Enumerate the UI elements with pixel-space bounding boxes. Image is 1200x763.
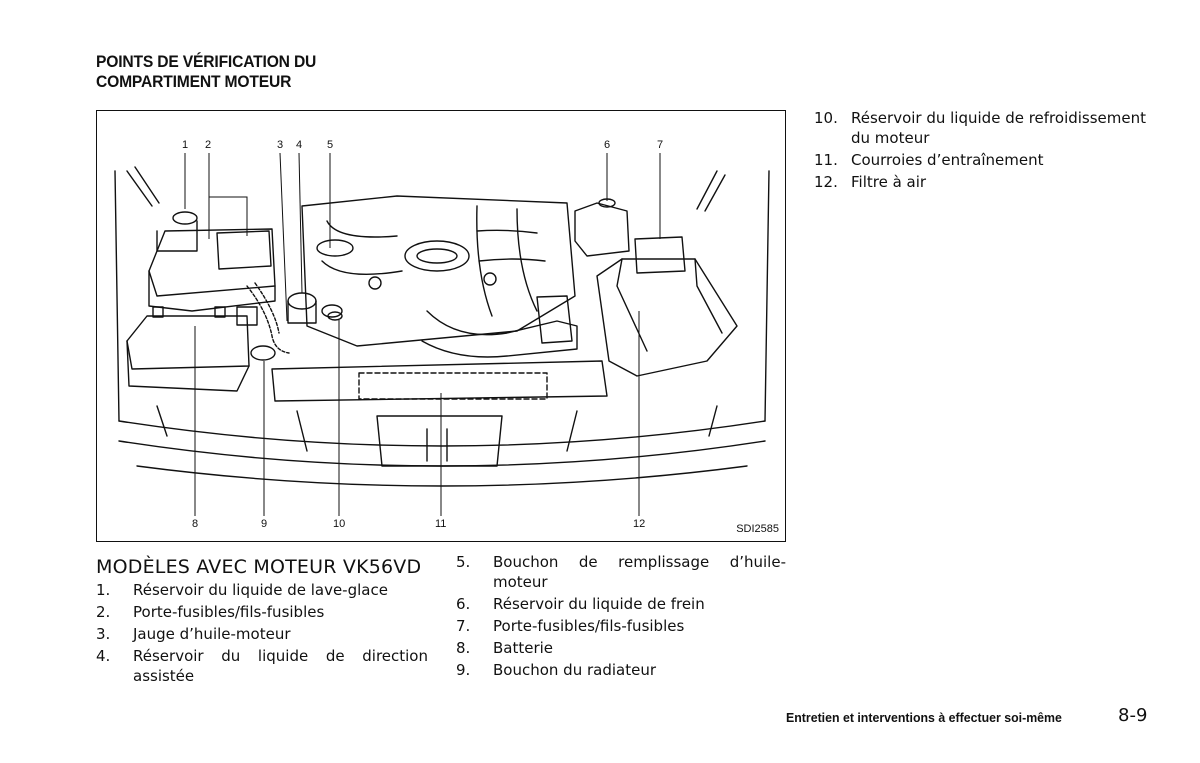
callout-7: 7: [657, 139, 663, 151]
callout-3: 3: [277, 139, 283, 151]
list-item: 6. Réservoir du liquide de frein: [456, 595, 786, 615]
callout-10: 10: [333, 518, 345, 530]
parts-list-column-3: 10. Réservoir du liquide de refroidisseme…: [814, 109, 1146, 195]
list-item: 3. Jauge d’huile-moteur: [96, 625, 428, 645]
item-text: Courroies d’entraînement: [851, 150, 1044, 169]
figure-code: SDI2585: [736, 523, 779, 535]
list-item: 7. Porte-fusibles/fils-fusibles: [456, 617, 786, 637]
item-number: 4.: [96, 647, 111, 665]
item-number: 1.: [96, 581, 111, 599]
list-item: 2. Porte-fusibles/fils-fusibles: [96, 603, 428, 623]
callout-11: 11: [435, 518, 446, 530]
list-item: 1. Réservoir du liquide de lave-glace: [96, 581, 428, 601]
list-item: 5. Bouchon de remplissage d’huile-moteur: [456, 553, 786, 592]
callout-6: 6: [604, 139, 610, 151]
item-text: Filtre à air: [851, 172, 927, 191]
item-number: 9.: [456, 660, 471, 679]
callout-2: 2: [205, 139, 211, 151]
item-text: Porte-fusibles/fils-fusibles: [493, 616, 685, 635]
page-number: 8-9: [1118, 705, 1148, 726]
item-text: Batterie: [493, 638, 554, 657]
footer-section-title: Entretien et interventions à effectuer s…: [786, 710, 1062, 725]
list-item: 4. Réservoir du liquide de direction assi…: [96, 647, 428, 686]
parts-list-column-2: 5.Bouchon de remplissage d’huile-moteur …: [456, 553, 786, 683]
engine-compartment-figure: 1 2 3 4 5 6 7 8 9 10 11 12 SDI2585: [96, 110, 786, 542]
item-text: Porte-fusibles/fils-fusibles: [133, 603, 325, 621]
item-text: Réservoir du liquide de lave-glace: [133, 581, 388, 599]
callout-5: 5: [327, 139, 333, 151]
item-number: 2.: [96, 603, 111, 621]
section-title-line2: COMPARTIMENT MOTEUR: [96, 72, 292, 91]
callout-8: 8: [192, 518, 198, 530]
item-number: 10.: [814, 109, 838, 127]
list-item: 10. Réservoir du liquide de refroidisseme…: [814, 109, 1146, 148]
item-number: 8.: [456, 638, 471, 657]
list-item: 9. Bouchon du radiateur: [456, 661, 786, 681]
engine-illustration: 1 2 3 4 5 6 7 8 9 10 11 12: [114, 139, 770, 530]
item-text: Réservoir du liquide de refroidissement …: [851, 109, 1147, 147]
item-number: 11.: [814, 150, 838, 169]
item-number: 6.: [456, 594, 471, 613]
callout-1: 1: [182, 139, 188, 151]
item-text: Réservoir du liquide de direction assist…: [133, 647, 428, 685]
item-text: Jauge d’huile-moteur: [133, 625, 291, 643]
item-text: Bouchon du radiateur: [493, 660, 657, 679]
list-item: 8. Batterie: [456, 639, 786, 659]
item-text: Bouchon de remplissage d’huile-moteur: [493, 553, 786, 591]
item-number: 5.: [456, 553, 471, 571]
section-title-line1: POINTS DE VÉRIFICATION DU: [96, 52, 317, 71]
callout-9: 9: [261, 518, 267, 530]
models-subtitle: MODÈLES AVEC MOTEUR VK56VD: [96, 556, 422, 578]
item-number: 3.: [96, 625, 111, 643]
item-number: 12.: [814, 172, 838, 191]
list-item: 11. Courroies d’entraînement: [814, 151, 1146, 171]
callout-4: 4: [296, 139, 302, 151]
item-text: Réservoir du liquide de frein: [493, 594, 705, 613]
parts-list-column-1: 1. Réservoir du liquide de lave-glace 2. P…: [96, 581, 428, 689]
section-title: POINTS DE VÉRIFICATION DU COMPARTIMENT M…: [96, 52, 316, 92]
item-number: 7.: [456, 616, 471, 635]
callout-12: 12: [633, 518, 645, 530]
list-item: 12. Filtre à air: [814, 173, 1146, 193]
